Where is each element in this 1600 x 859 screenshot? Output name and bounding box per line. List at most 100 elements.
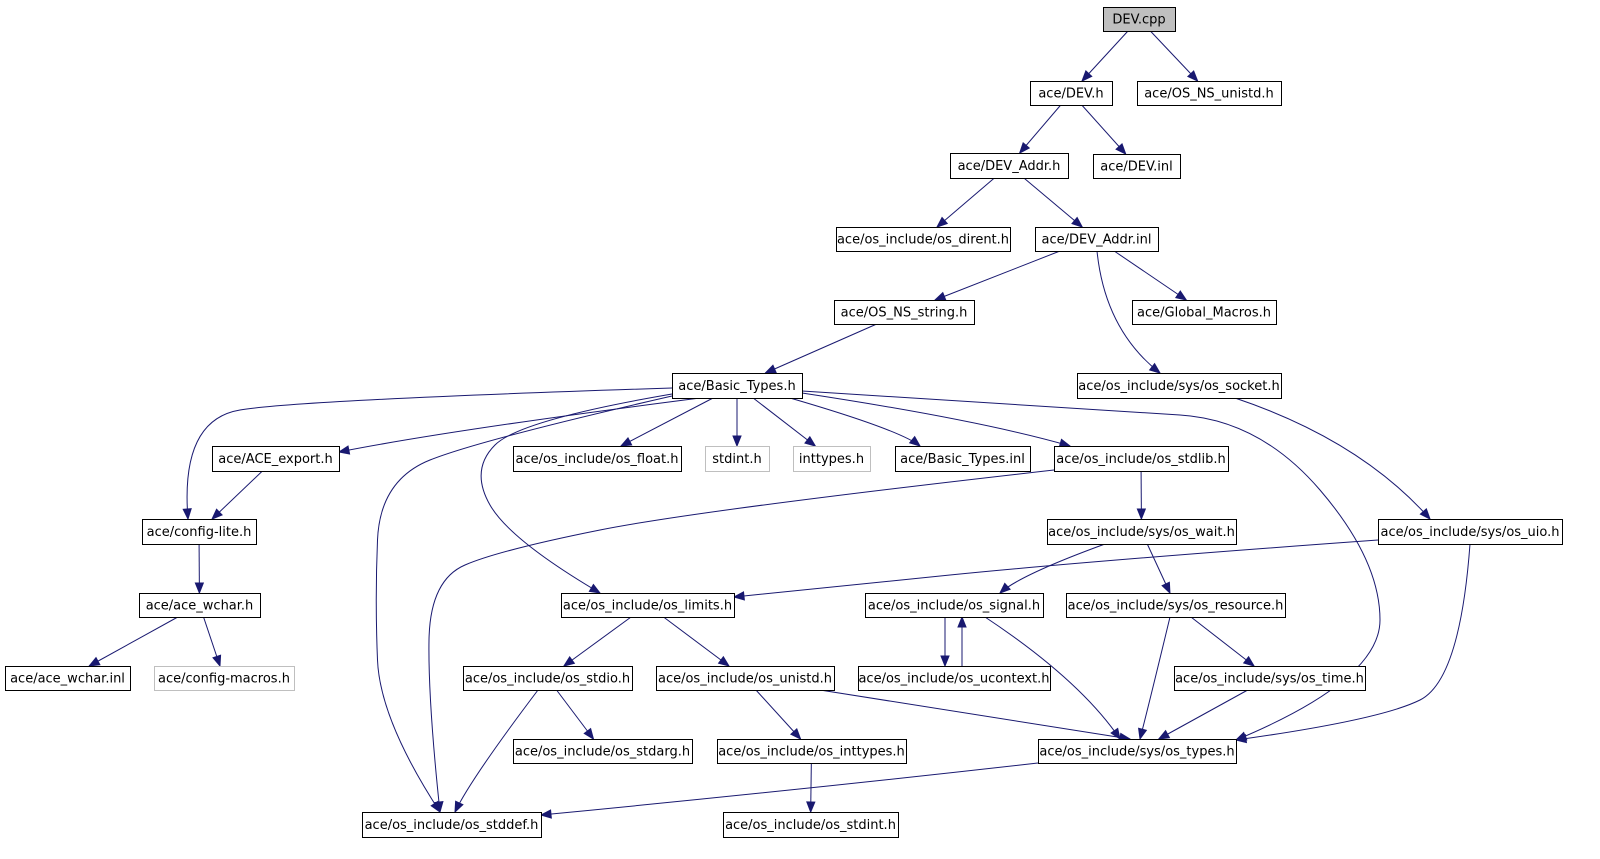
node-box[interactable] [1103,7,1176,32]
node-box[interactable] [561,593,735,618]
node-os-time[interactable]: ace/os_include/sys/os_time.h [1174,666,1366,691]
node-box[interactable] [834,300,975,325]
node-os-signal[interactable]: ace/os_include/os_signal.h [865,593,1044,618]
node-box[interactable] [1054,446,1229,472]
node-os-stdarg[interactable]: ace/os_include/os_stdarg.h [513,739,693,764]
edge-os_signal-to-os_types [984,616,1121,740]
node-box[interactable] [1174,666,1366,691]
node-box[interactable] [1137,81,1282,106]
node-global-macros[interactable]: ace/Global_Macros.h [1132,300,1277,325]
edge-basic_types_h-to-inttypes_h [752,397,816,447]
node-box[interactable] [5,666,131,691]
arrowhead-os_uio-to-os_types [1234,733,1248,744]
node-ace-export[interactable]: ace/ACE_export.h [212,446,340,472]
arrowhead-os_time-to-os_types [1157,729,1171,740]
node-os-float[interactable]: ace/os_include/os_float.h [513,446,682,472]
edge-os_unistd-to-os_types [819,689,1131,740]
node-box[interactable] [463,666,633,691]
node-box[interactable] [1066,593,1286,618]
node-box[interactable] [723,812,899,838]
node-os-ns-string[interactable]: ace/OS_NS_string.h [834,300,975,325]
arrowhead-dev_cpp-to-dev_h [1081,70,1093,82]
node-config-macros[interactable]: ace/config-macros.h [154,666,295,691]
node-label: ace/os_include/os_inttypes.h [718,745,905,760]
arrowhead-os_signal-to-os_types [1110,727,1121,741]
node-os-ucontext[interactable]: ace/os_include/os_ucontext.h [858,666,1051,691]
node-ace-wchar-h[interactable]: ace/ace_wchar.h [139,593,261,618]
node-label: ace/os_include/os_stdlib.h [1056,452,1225,467]
node-label: ace/Basic_Types.inl [900,452,1025,467]
node-os-stdlib[interactable]: ace/os_include/os_stdlib.h [1054,446,1229,472]
node-box[interactable] [1038,739,1237,764]
node-os-unistd[interactable]: ace/os_include/os_unistd.h [656,666,835,691]
node-box[interactable] [717,739,907,764]
node-dev-inl[interactable]: ace/DEV.inl [1093,154,1181,179]
node-box[interactable] [139,593,261,618]
node-box[interactable] [1077,373,1282,399]
arrowhead-os_resource-to-os_types [1138,727,1148,741]
node-os-limits[interactable]: ace/os_include/os_limits.h [561,593,735,618]
node-box[interactable] [1378,519,1563,545]
arrowhead-os_resource-to-os_time [1242,655,1256,667]
node-os-stddef[interactable]: ace/os_include/os_stddef.h [362,812,542,838]
node-os-socket[interactable]: ace/os_include/sys/os_socket.h [1077,373,1282,399]
node-os-stdint[interactable]: ace/os_include/os_stdint.h [723,812,899,838]
node-label: DEV.cpp [1112,13,1165,28]
node-box[interactable] [950,153,1069,179]
node-box[interactable] [154,666,295,691]
edge-os_stdlib-to-os_stddef [428,469,1055,813]
node-box[interactable] [1030,81,1113,106]
node-box[interactable] [212,446,340,472]
node-os-ns-unistd[interactable]: ace/OS_NS_unistd.h [1137,81,1282,106]
node-stdint-h[interactable]: stdint.h [705,446,770,472]
node-os-dirent[interactable]: ace/os_include/os_dirent.h [836,227,1011,252]
arrowhead-os_ns_string-to-basic_types_h [764,364,777,374]
edge-dev_addr_h-to-dev_addr_inl [1023,177,1083,228]
node-dev-addr-inl[interactable]: ace/DEV_Addr.inl [1035,227,1159,252]
node-dev-h[interactable]: ace/DEV.h [1030,81,1113,106]
arrowhead-basic_types_h-to-os_stdlib [1058,438,1072,448]
node-label: ace/os_include/sys/os_types.h [1039,745,1234,760]
arrowhead-os_unistd-to-os_inttypes [789,728,802,740]
arrowhead-os_stdlib-to-os_wait [1136,508,1147,521]
node-label: inttypes.h [799,452,864,467]
node-ace-wchar-inl[interactable]: ace/ace_wchar.inl [5,666,131,691]
node-os-uio[interactable]: ace/os_include/sys/os_uio.h [1378,519,1563,545]
node-box[interactable] [513,446,682,472]
node-box[interactable] [1093,154,1181,179]
node-config-lite[interactable]: ace/config-lite.h [142,519,257,545]
node-box[interactable] [858,666,1051,691]
edge-dev_addr_h-to-os_dirent [936,177,995,228]
node-inttypes-h[interactable]: inttypes.h [793,446,871,472]
node-dev-addr-h[interactable]: ace/DEV_Addr.h [950,153,1069,179]
arrowhead-os_socket-to-os_uio [1419,507,1431,521]
node-box[interactable] [142,519,257,545]
arrowhead-ace_export-to-config_lite [211,508,223,520]
arrowhead-os_signal-to-os_ucontext [940,655,950,668]
node-box[interactable] [1047,519,1237,545]
edge-dev_addr_inl-to-os_ns_string [934,250,1061,301]
node-label: ace/os_include/os_unistd.h [658,672,832,687]
node-box[interactable] [656,666,835,691]
nodes-layer: DEV.cpp ace/DEV.h ace/OS_NS_unistd.h ace/DE… [5,7,1563,838]
node-box[interactable] [836,227,1011,252]
arrowhead-os_stdlib-to-os_stddef [434,801,444,814]
node-box[interactable] [362,812,542,838]
node-os-types[interactable]: ace/os_include/sys/os_types.h [1038,739,1237,764]
node-os-stdio[interactable]: ace/os_include/os_stdio.h [463,666,633,691]
node-box[interactable] [705,446,770,472]
node-box[interactable] [1132,300,1277,325]
node-os-wait[interactable]: ace/os_include/sys/os_wait.h [1047,519,1237,545]
node-box[interactable] [895,446,1031,472]
node-box[interactable] [672,373,803,399]
node-dev-cpp[interactable]: DEV.cpp [1103,7,1176,32]
node-basic-types-h[interactable]: ace/Basic_Types.h [672,373,803,399]
node-box[interactable] [1035,227,1159,252]
node-box[interactable] [793,446,871,472]
node-basic-types-inl[interactable]: ace/Basic_Types.inl [895,446,1031,472]
node-box[interactable] [865,593,1044,618]
node-os-resource[interactable]: ace/os_include/sys/os_resource.h [1066,593,1286,618]
node-os-inttypes[interactable]: ace/os_include/os_inttypes.h [717,739,907,764]
edge-dev_cpp-to-os_ns_unistd [1149,30,1199,82]
node-box[interactable] [513,739,693,764]
